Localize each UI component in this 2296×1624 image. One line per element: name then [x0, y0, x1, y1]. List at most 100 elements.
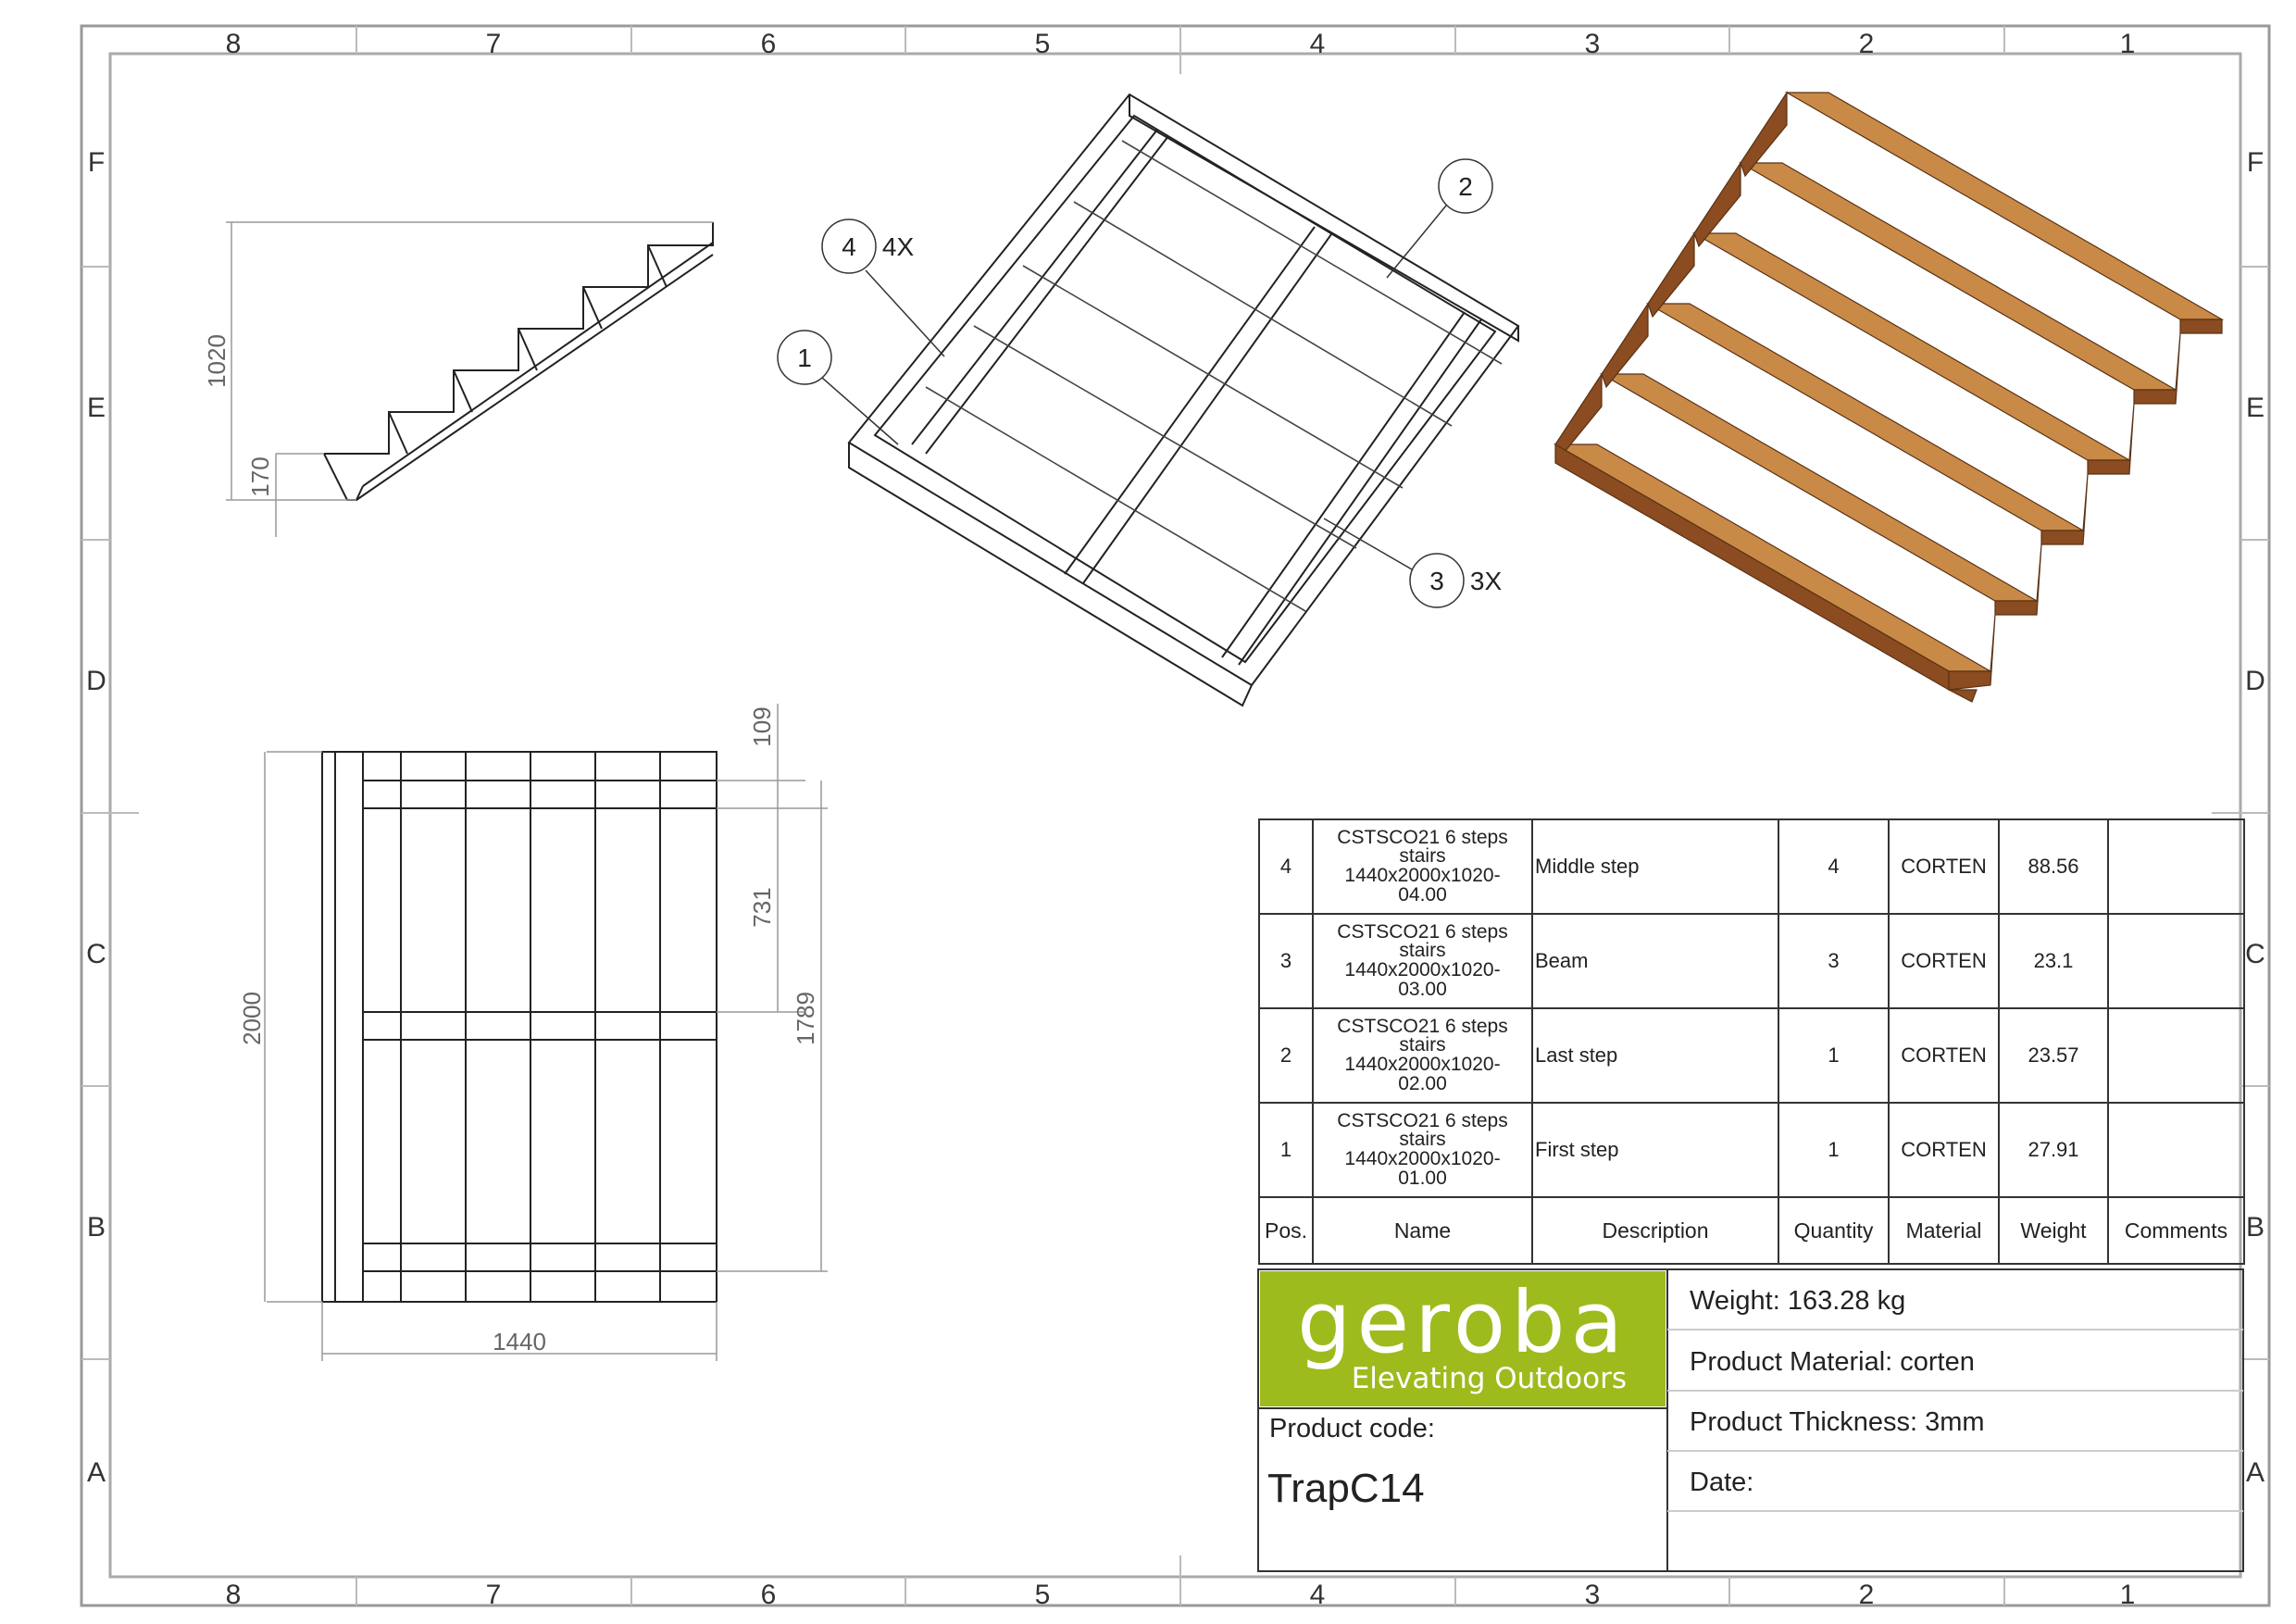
dim-2000: 2000	[238, 992, 266, 1045]
row-label-left-A: A	[87, 1457, 106, 1488]
dim-1440: 1440	[493, 1328, 546, 1355]
dim-1789: 1789	[792, 992, 819, 1045]
bom-material: CORTEN	[1888, 1102, 2000, 1198]
bom-description: Last step	[1531, 1007, 1779, 1104]
bom-material: CORTEN	[1888, 818, 2000, 915]
bom-comments	[2107, 818, 2245, 915]
bom-weight: 23.57	[1998, 1007, 2109, 1104]
balloon-3-qty: 3X	[1470, 567, 1503, 595]
title-block-lines	[1257, 1268, 2244, 1572]
row-label-right-D: D	[2245, 666, 2265, 696]
bom-quantity: 3	[1778, 913, 1890, 1009]
col-label-bottom-1: 1	[2120, 1580, 2136, 1610]
bom-description: First step	[1531, 1102, 1779, 1198]
col-label-top-8: 8	[226, 29, 242, 59]
product-material-field: Product Material: corten	[1690, 1347, 1975, 1377]
row-label-left-B: B	[87, 1212, 106, 1243]
zone-labels: 8 7 6 5 4 3 2 1 8 7 6 5 4 3 2 1 F E D C …	[86, 29, 2265, 1610]
corten-render	[1553, 90, 2225, 703]
iso-balloons: 4 4X 1 2 3 3X	[777, 158, 1503, 608]
row-label-right-E: E	[2246, 393, 2265, 423]
bom-name-line: 1440x2000x1020-	[1344, 865, 1501, 886]
col-label-top-3: 3	[1585, 29, 1601, 59]
col-label-bottom-6: 6	[761, 1580, 777, 1610]
bom-pos: 1	[1258, 1102, 1314, 1198]
col-label-bottom-2: 2	[1859, 1580, 1875, 1610]
logo-tagline: Elevating Outdoors	[1351, 1362, 1627, 1395]
col-label-bottom-8: 8	[226, 1580, 242, 1610]
col-label-bottom-3: 3	[1585, 1580, 1601, 1610]
row-label-right-B: B	[2246, 1212, 2265, 1243]
col-label-top-4: 4	[1310, 29, 1326, 59]
bom-name-line: stairs	[1399, 1129, 1446, 1151]
row-label-right-F: F	[2247, 147, 2264, 178]
bom-comments	[2107, 1102, 2245, 1198]
side-view-dimensions: 1020 170	[203, 334, 274, 497]
col-label-bottom-7: 7	[486, 1580, 502, 1610]
col-label-top-1: 1	[2120, 29, 2136, 59]
dim-height-1020: 1020	[203, 334, 231, 388]
header-material: Material	[1888, 1196, 2000, 1265]
bom-name-line: CSTSCO21 6 steps	[1337, 826, 1508, 848]
header-comments: Comments	[2107, 1196, 2245, 1265]
iso-view	[847, 93, 1520, 707]
bom-name-line: 04.00	[1398, 883, 1447, 906]
bom-name-line: CSTSCO21 6 steps	[1337, 1015, 1508, 1037]
col-label-bottom-4: 4	[1310, 1580, 1326, 1610]
bom-name-line: 01.00	[1398, 1167, 1447, 1189]
sheet-frame	[80, 24, 2271, 1607]
header-weight: Weight	[1998, 1196, 2109, 1265]
bom-description: Beam	[1531, 913, 1779, 1009]
balloon-1: 1	[777, 330, 899, 445]
col-label-bottom-5: 5	[1035, 1580, 1051, 1610]
dim-109: 109	[748, 706, 776, 746]
geroba-logo: geroba Elevating Outdoors	[1260, 1271, 1666, 1406]
col-label-top-2: 2	[1859, 29, 1875, 59]
bom-pos: 3	[1258, 913, 1314, 1009]
bom-name-line: CSTSCO21 6 steps	[1337, 920, 1508, 943]
balloon-1-number: 1	[797, 344, 812, 372]
balloon-4-number: 4	[842, 232, 856, 261]
bom-name-line: 1440x2000x1020-	[1344, 1148, 1501, 1169]
balloon-2: 2	[1386, 158, 1493, 279]
header-pos: Pos.	[1258, 1196, 1314, 1265]
col-label-top-7: 7	[486, 29, 502, 59]
date-field: Date:	[1690, 1468, 1754, 1497]
product-code-value: TrapC14	[1267, 1466, 1425, 1511]
balloon-3: 3 3X	[1323, 518, 1503, 608]
product-thickness-field: Product Thickness: 3mm	[1690, 1407, 1985, 1437]
bom-quantity: 1	[1778, 1102, 1890, 1198]
top-view	[321, 751, 718, 1303]
bom-quantity: 4	[1778, 818, 1890, 915]
bom-name-line: 1440x2000x1020-	[1344, 959, 1501, 981]
col-label-top-5: 5	[1035, 29, 1051, 59]
bom-name-line: stairs	[1399, 1034, 1446, 1056]
side-view	[226, 221, 714, 537]
bom-material: CORTEN	[1888, 1007, 2000, 1104]
bom-name-line: stairs	[1399, 845, 1446, 868]
row-label-left-F: F	[88, 147, 105, 178]
product-code-label: Product code:	[1269, 1414, 1435, 1443]
top-view-dimension-lines	[264, 704, 828, 1361]
bom-name-line: stairs	[1399, 940, 1446, 962]
col-label-top-6: 6	[761, 29, 777, 59]
table-header-row: Pos. Name Description Quantity Material …	[1258, 1196, 2245, 1265]
bom-weight: 27.91	[1998, 1102, 2109, 1198]
dim-step-170: 170	[246, 456, 274, 496]
balloon-3-number: 3	[1429, 567, 1444, 595]
logo-wordmark: geroba	[1297, 1273, 1628, 1372]
row-label-left-E: E	[87, 393, 106, 423]
balloon-4-qty: 4X	[882, 232, 915, 261]
top-view-dimensions: 109 731 1789 2000 1440	[238, 706, 819, 1355]
bom-comments	[2107, 1007, 2245, 1104]
title-block: geroba Elevating Outdoors Product code: …	[1258, 1269, 2243, 1571]
bom-description: Middle step	[1531, 818, 1779, 915]
bom-pos: 2	[1258, 1007, 1314, 1104]
header-description: Description	[1531, 1196, 1779, 1265]
